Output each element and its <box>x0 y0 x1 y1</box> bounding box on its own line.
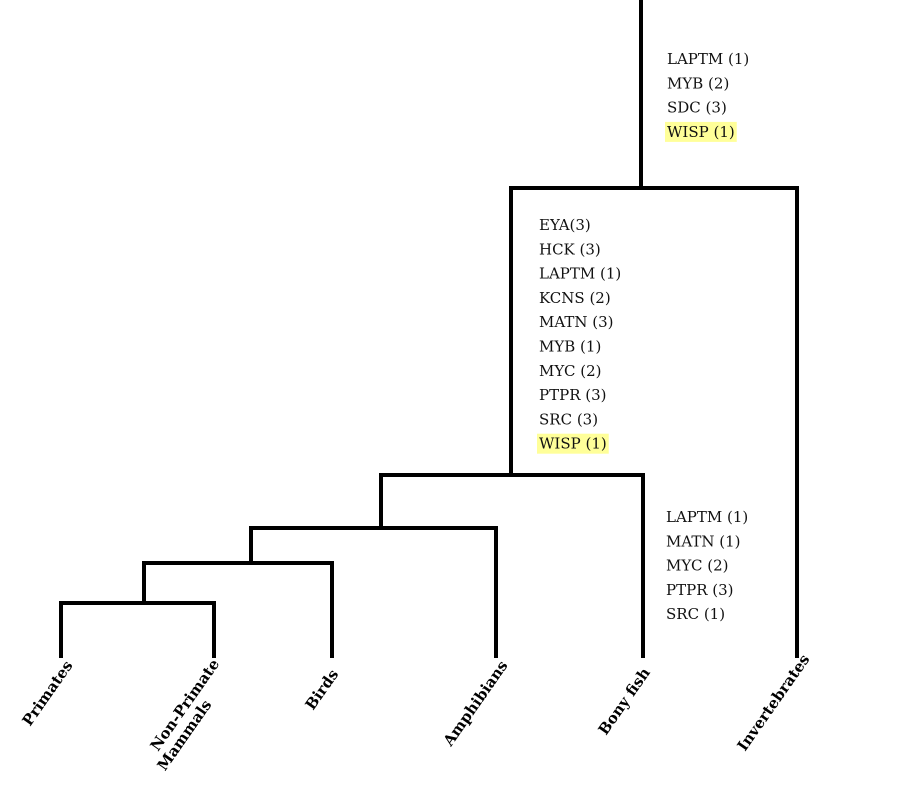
gene-annotation: WISP (1) <box>667 123 735 141</box>
gene-annotation: PTPR (3) <box>539 386 607 404</box>
taxon-label-bony-fish: Bony fish <box>595 664 654 738</box>
gene-annotation: LAPTM (1) <box>666 508 748 526</box>
highlight-marker <box>665 121 737 142</box>
taxon-labels: Primates Non-Primate Mammals Birds Amphi… <box>19 651 814 774</box>
gene-annotation: MYC (2) <box>666 557 729 575</box>
gene-annotation: MATN (3) <box>539 313 614 331</box>
gene-annotation: SRC (3) <box>539 410 598 428</box>
root-gene-list: LAPTM (1) MYB (2) SDC (3) WISP (1) <box>665 50 749 142</box>
gene-annotation: MATN (1) <box>666 532 741 550</box>
gene-annotation: KCNS (2) <box>539 289 611 307</box>
taxon-label-amphibians: Amphibians <box>439 657 512 750</box>
gene-annotation: WISP (1) <box>539 435 607 453</box>
gene-annotation: EYA(3) <box>539 216 591 234</box>
vertebrates-gene-list: EYA(3) HCK (3) LAPTM (1) KCNS (2) MATN (3) MY… <box>537 216 621 454</box>
bony-fish-gene-list: LAPTM (1) MATN (1) MYC (2) PTPR (3) SRC (1) <box>666 508 748 623</box>
taxon-label-non-primate-mammals: Non-Primate Mammals <box>147 656 224 774</box>
taxon-label-primates: Primates <box>19 657 77 729</box>
gene-annotation: MYB (2) <box>667 74 729 92</box>
gene-annotation: MYC (2) <box>539 362 602 380</box>
tree-branches <box>59 0 799 658</box>
highlight-marker <box>537 433 609 454</box>
taxon-label-invertebrates: Invertebrates <box>734 651 814 754</box>
gene-annotation: PTPR (3) <box>666 581 734 599</box>
gene-annotation: SDC (3) <box>667 99 727 117</box>
taxon-label-birds: Birds <box>302 666 343 713</box>
gene-annotation: SRC (1) <box>666 605 725 623</box>
gene-annotation: MYB (1) <box>539 338 601 356</box>
gene-annotation: LAPTM (1) <box>667 50 749 68</box>
gene-annotation: HCK (3) <box>539 240 601 258</box>
gene-annotation: LAPTM (1) <box>539 265 621 283</box>
